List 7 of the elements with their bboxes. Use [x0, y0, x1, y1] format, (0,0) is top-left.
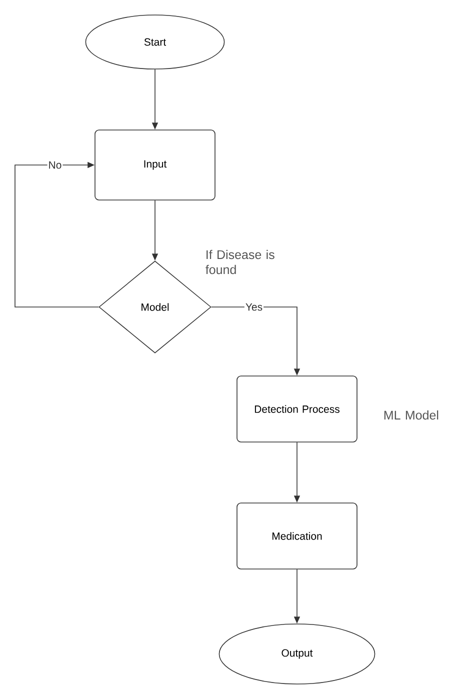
process-box: Medication — [236, 502, 358, 570]
annotation-text: ML Model — [384, 410, 438, 420]
process-box: Detection Process — [236, 376, 358, 442]
edge-label: No — [47, 160, 63, 170]
process-box: Input — [94, 130, 216, 200]
arrow — [14, 162, 99, 308]
edge-label: Yes — [244, 302, 264, 312]
